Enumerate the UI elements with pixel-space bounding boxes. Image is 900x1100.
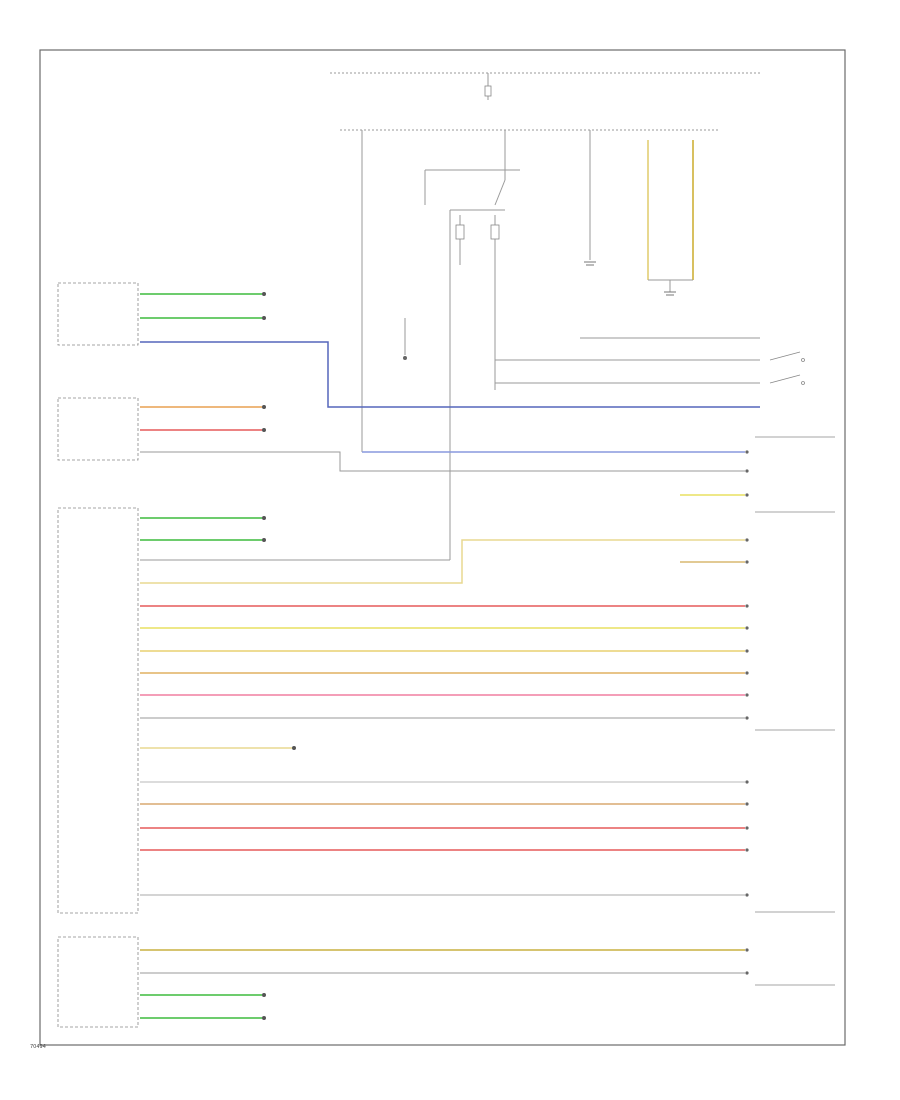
module-box-2 — [57, 397, 139, 461]
clutch-switch — [403, 318, 407, 360]
module-box-3 — [57, 507, 139, 914]
diagram-footer-label: 70494 — [30, 1044, 46, 1050]
wire-route-2 — [140, 451, 745, 472]
connector-pin-icon — [745, 450, 749, 975]
relay-block — [424, 169, 520, 560]
wire-route-1 — [140, 341, 760, 408]
fuse-icon — [484, 85, 492, 97]
connector-pin-icon — [262, 292, 296, 1020]
long-wires — [140, 605, 745, 974]
diagram-frame — [39, 49, 846, 1046]
fuse-icon — [455, 224, 500, 240]
module-box-1 — [57, 282, 139, 346]
right-separators — [755, 436, 835, 986]
wire-route-5 — [140, 539, 745, 584]
switch-contacts — [769, 351, 805, 385]
module-box-4 — [57, 936, 139, 1028]
stub-wires — [140, 293, 292, 1019]
ground-icon — [664, 291, 676, 296]
ground-icon — [584, 261, 596, 266]
